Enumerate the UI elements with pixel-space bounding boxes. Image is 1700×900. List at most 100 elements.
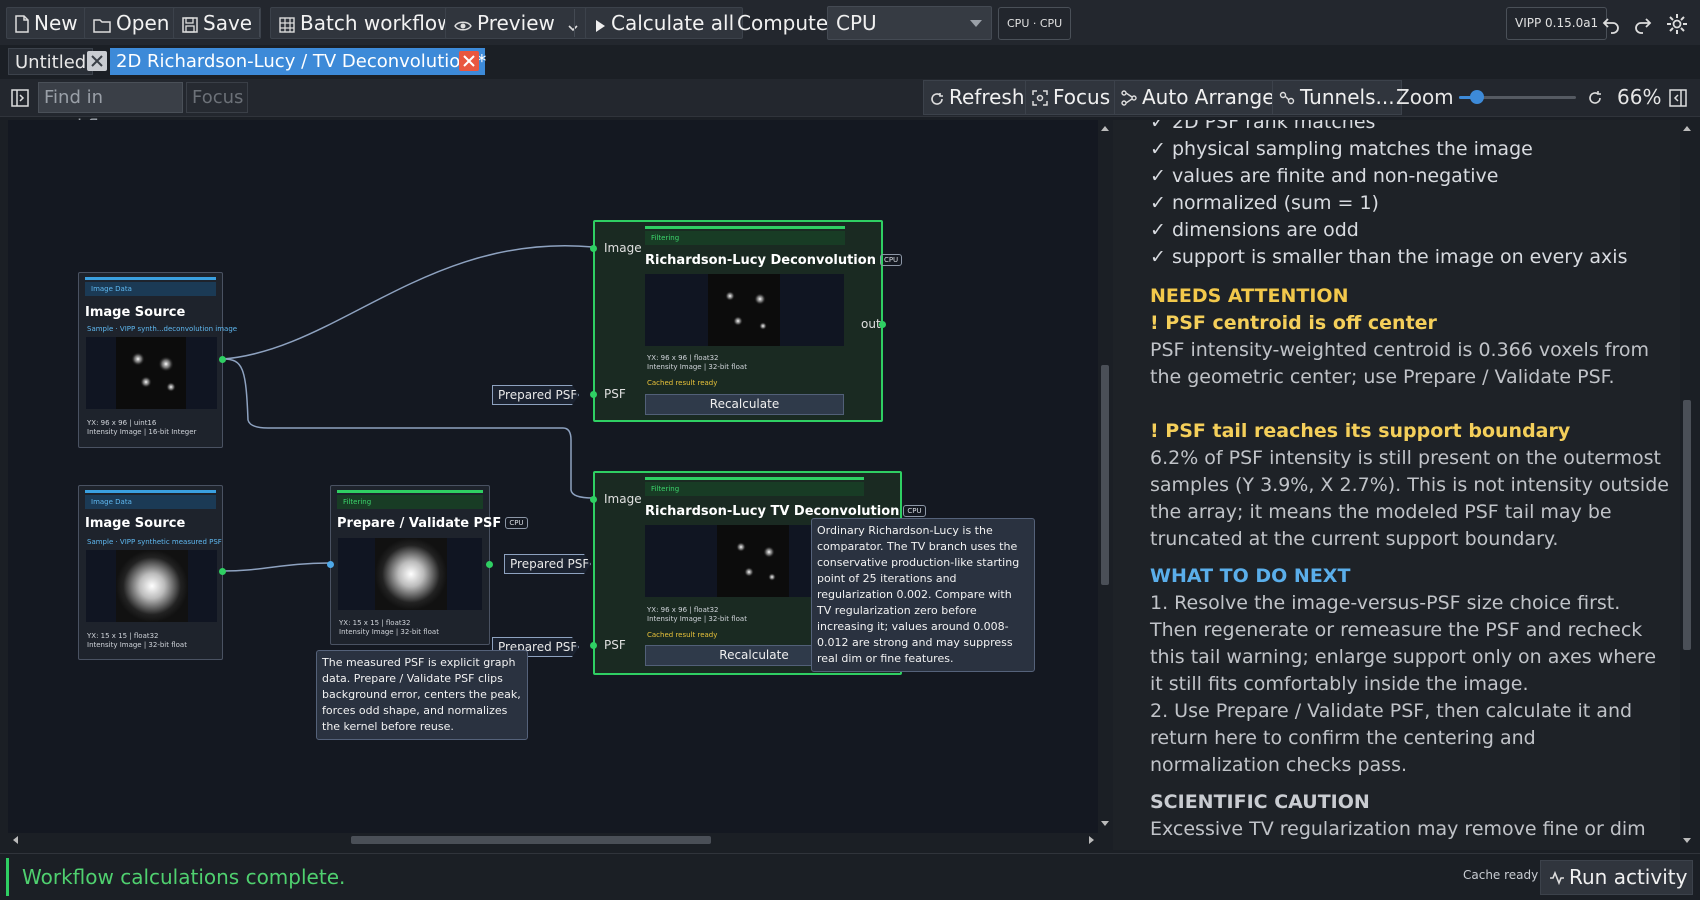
- refresh-button[interactable]: Refresh: [923, 80, 1032, 115]
- node-meta-type: Intensity Image | 32-bit float: [647, 363, 747, 371]
- new-file-icon: [15, 15, 29, 33]
- recalculate-button[interactable]: Recalculate: [645, 645, 863, 666]
- scrollbar-thumb[interactable]: [1101, 365, 1109, 585]
- node-meta-shape: YX: 96 x 96 | float32: [647, 606, 719, 614]
- scrollbar-thumb[interactable]: [1683, 400, 1691, 650]
- next-step: 2. Use Prepare / Validate PSF, then calc…: [1150, 700, 1633, 776]
- tunnels-button[interactable]: Tunnels...: [1272, 80, 1402, 115]
- grid-icon: [279, 17, 295, 33]
- canvas-toolbar: Find in workflow Focus Refresh Focus Aut…: [0, 79, 1700, 137]
- scroll-up-icon[interactable]: [1100, 124, 1110, 132]
- close-icon[interactable]: [87, 51, 107, 71]
- canvas-vertical-scrollbar[interactable]: [1098, 120, 1112, 833]
- redo-icon[interactable]: [1631, 12, 1655, 36]
- focus-input[interactable]: Focus: [186, 82, 248, 113]
- input-port-image[interactable]: [590, 245, 597, 252]
- save-button[interactable]: Save: [173, 7, 262, 39]
- check-text: support is smaller than the image on eve…: [1171, 246, 1628, 268]
- undo-icon[interactable]: [1599, 12, 1623, 36]
- workflow-canvas[interactable]: Image Data Image Source Sample · VIPP sy…: [8, 120, 1098, 833]
- scroll-up-icon[interactable]: [1682, 124, 1692, 132]
- compute-label: Compute: [737, 11, 829, 35]
- check-item: ✓ 2D PSF rank matches: [1150, 120, 1670, 136]
- save-label: Save: [203, 11, 253, 35]
- tunnels-label: Tunnels...: [1300, 85, 1395, 109]
- next-step: 1. Resolve the image-versus-PSF size cho…: [1150, 592, 1657, 695]
- node-richardson-lucy[interactable]: Filtering Image Richardson-Lucy Deconvol…: [590, 220, 903, 422]
- batch-label: Batch workflow: [300, 11, 454, 35]
- run-activity-label: Run activity: [1569, 865, 1688, 889]
- document-tabs: Untitled 2D Richardson-Lucy / TV Deconvo…: [0, 45, 1700, 77]
- scroll-down-icon[interactable]: [1100, 820, 1110, 828]
- panel-vertical-scrollbar[interactable]: [1680, 120, 1694, 850]
- tab-deconvolution[interactable]: 2D Richardson-Lucy / TV Deconvolution *: [110, 48, 486, 75]
- calculate-all-button[interactable]: Calculate all: [585, 7, 744, 39]
- node-category: Filtering: [337, 495, 483, 509]
- node-title: Image Source: [85, 305, 186, 320]
- gear-icon[interactable]: [1665, 12, 1689, 36]
- zoom-label: Zoom: [1396, 85, 1454, 109]
- node-image-source-1[interactable]: Image Data Image Source Sample · VIPP sy…: [78, 272, 237, 448]
- cpu-badge: CPU: [903, 505, 926, 517]
- focus-button[interactable]: Focus: [1025, 80, 1118, 115]
- node-title-text: Richardson-Lucy Deconvolution: [645, 253, 876, 268]
- zoom-value: 66%: [1617, 85, 1662, 109]
- find-input[interactable]: Find in workflow: [38, 82, 183, 137]
- open-button[interactable]: Open: [84, 7, 179, 39]
- input-port[interactable]: [327, 561, 334, 568]
- input-port-psf[interactable]: [590, 642, 597, 649]
- status-bar: Workflow calculations complete. Cache re…: [0, 853, 1700, 900]
- node-title: Image Source: [85, 516, 186, 531]
- node-accent-bar: [645, 477, 864, 480]
- close-icon[interactable]: [459, 51, 479, 71]
- panel-toggle-icon[interactable]: [1669, 89, 1687, 107]
- node-category: Filtering: [645, 482, 864, 496]
- sidebar-toggle-icon[interactable]: [11, 89, 29, 107]
- tab-untitled[interactable]: Untitled: [8, 48, 94, 75]
- port-label-image: Image: [604, 492, 642, 506]
- scroll-right-icon[interactable]: [1088, 835, 1096, 845]
- section-scientific-caution: SCIENTIFIC CAUTION: [1150, 791, 1370, 813]
- batch-workflow-button[interactable]: Batch workflow: [270, 7, 463, 39]
- main-toolbar: New Open Save Batch workflow Preview Cal…: [0, 0, 1700, 49]
- scrollbar-thumb[interactable]: [351, 836, 711, 844]
- check-item: ✓ physical sampling matches the image: [1150, 138, 1533, 160]
- input-port-image[interactable]: [590, 496, 597, 503]
- node-image-source-2[interactable]: Image Data Image Source Sample · VIPP sy…: [78, 485, 226, 660]
- tunnel-prepared-psf-out[interactable]: Prepared PSF: [504, 554, 591, 574]
- scroll-down-icon[interactable]: [1682, 837, 1692, 845]
- output-port[interactable]: [219, 356, 226, 363]
- compute-value: CPU: [836, 11, 877, 35]
- reset-zoom-icon[interactable]: [1587, 90, 1603, 106]
- node-category: Filtering: [645, 231, 845, 245]
- check-item: ✓ values are finite and non-negative: [1150, 165, 1499, 187]
- auto-arrange-button[interactable]: Auto Arrange: [1114, 80, 1282, 115]
- canvas-horizontal-scrollbar[interactable]: [8, 833, 1098, 847]
- output-port[interactable]: [879, 321, 886, 328]
- refresh-label: Refresh: [949, 85, 1025, 109]
- zoom-slider-handle[interactable]: [1469, 90, 1484, 104]
- new-button[interactable]: New: [6, 7, 87, 39]
- preview-dropdown[interactable]: Preview: [445, 7, 589, 39]
- scroll-left-icon[interactable]: [11, 835, 19, 845]
- caution-body: Excessive TV regularization may remove f…: [1150, 818, 1646, 840]
- output-port[interactable]: [219, 568, 226, 575]
- node-accent-bar: [85, 490, 216, 493]
- node-category: Image Data: [85, 282, 216, 296]
- node-meta-shape: YX: 96 x 96 | uint16: [87, 419, 157, 427]
- check-item: ✓ support is smaller than the image on e…: [1150, 246, 1628, 268]
- recalculate-button[interactable]: Recalculate: [645, 394, 844, 415]
- tunnel-prepared-psf-rl[interactable]: Prepared PSF: [492, 385, 579, 405]
- output-port[interactable]: [486, 561, 493, 568]
- tooltip-psf: The measured PSF is explicit graph data.…: [316, 650, 528, 740]
- zoom-slider[interactable]: [1459, 90, 1576, 104]
- run-activity-button[interactable]: Run activity: [1540, 860, 1693, 895]
- node-subtitle: Sample · VIPP synth...deconvolution imag…: [87, 325, 238, 333]
- cached-status: Cached result ready: [647, 631, 718, 639]
- refresh-icon: [931, 93, 943, 105]
- input-port-psf[interactable]: [590, 391, 597, 398]
- compute-select[interactable]: CPU: [827, 6, 992, 40]
